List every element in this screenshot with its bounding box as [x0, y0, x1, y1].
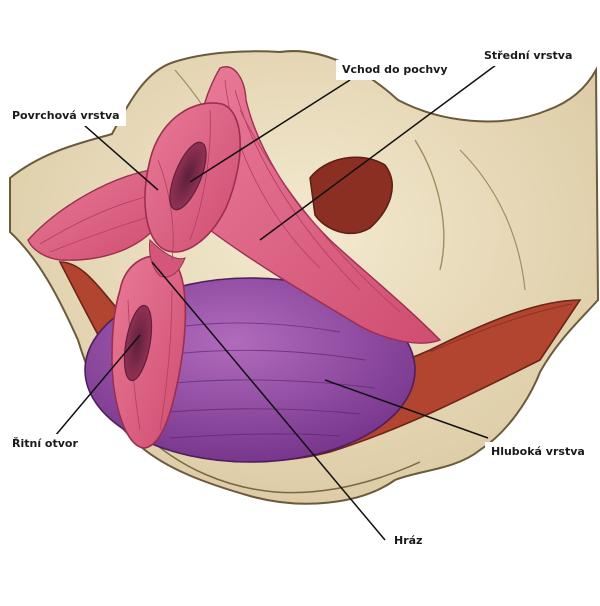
- label-middle-layer: Střední vrstva: [478, 46, 578, 66]
- label-anal-opening: Řitní otvor: [6, 434, 84, 454]
- label-deep-layer: Hluboká vrstva: [485, 442, 591, 462]
- label-perineum: Hráz: [388, 530, 505, 552]
- label-superficial-layer: Povrchová vrstva: [6, 106, 126, 126]
- label-vaginal-opening: Vchod do pochvy: [336, 60, 454, 80]
